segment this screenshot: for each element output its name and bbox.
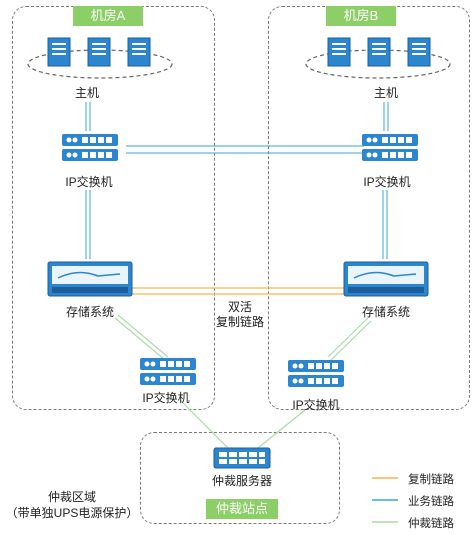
host-server-icon bbox=[47, 37, 71, 67]
arbitration-link bbox=[327, 317, 369, 358]
host-server-icon bbox=[327, 37, 351, 67]
arbitration-server-icon bbox=[213, 447, 271, 469]
storage-icon bbox=[343, 261, 429, 297]
host-server-icon bbox=[127, 37, 151, 67]
arbitration-area-line1: 仲裁区域 bbox=[47, 490, 97, 504]
host-label-a: 主机 bbox=[74, 86, 100, 100]
arbitration-link bbox=[330, 320, 372, 361]
switch-label-b-top: IP交换机 bbox=[363, 175, 411, 189]
switch-icon bbox=[288, 360, 344, 387]
arbitration-server-label: 仲裁服务器 bbox=[211, 474, 273, 488]
switch-icon bbox=[362, 134, 418, 161]
arbitration-site-tag: 仲裁站点 bbox=[206, 499, 278, 519]
host-server-icon bbox=[87, 37, 111, 67]
legend-business-label: 业务链路 bbox=[408, 496, 454, 508]
legend-replication-label: 复制链路 bbox=[408, 474, 454, 486]
switch-icon bbox=[62, 134, 118, 161]
storage-icon bbox=[47, 261, 133, 297]
host-server-icon bbox=[407, 37, 431, 67]
storage-label-b: 存储系统 bbox=[361, 305, 411, 319]
switch-label-a-bottom: IP交换机 bbox=[142, 391, 190, 405]
switch-label-b-bottom: IP交换机 bbox=[292, 398, 340, 412]
storage-label-a: 存储系统 bbox=[65, 305, 115, 319]
room-b-tag: 机房B bbox=[326, 6, 396, 26]
arbitration-link bbox=[179, 399, 229, 449]
room-a-tag: 机房A bbox=[73, 6, 143, 26]
arbitration-site-container bbox=[140, 432, 340, 524]
active-active-label-line2: 复制链路 bbox=[215, 315, 265, 329]
active-active-label-line1: 双活 bbox=[227, 300, 253, 314]
switch-label-a-top: IP交换机 bbox=[65, 175, 113, 189]
arbitration-area-line2: （带单独UPS电源保护） bbox=[5, 506, 139, 520]
switch-icon bbox=[140, 358, 196, 385]
host-label-b: 主机 bbox=[373, 86, 399, 100]
arbitration-link bbox=[114, 317, 166, 361]
arbitration-link bbox=[117, 314, 169, 358]
legend-arbitration-label: 仲裁链路 bbox=[408, 518, 454, 530]
host-server-icon bbox=[367, 37, 391, 67]
arbitration-link bbox=[257, 409, 306, 449]
